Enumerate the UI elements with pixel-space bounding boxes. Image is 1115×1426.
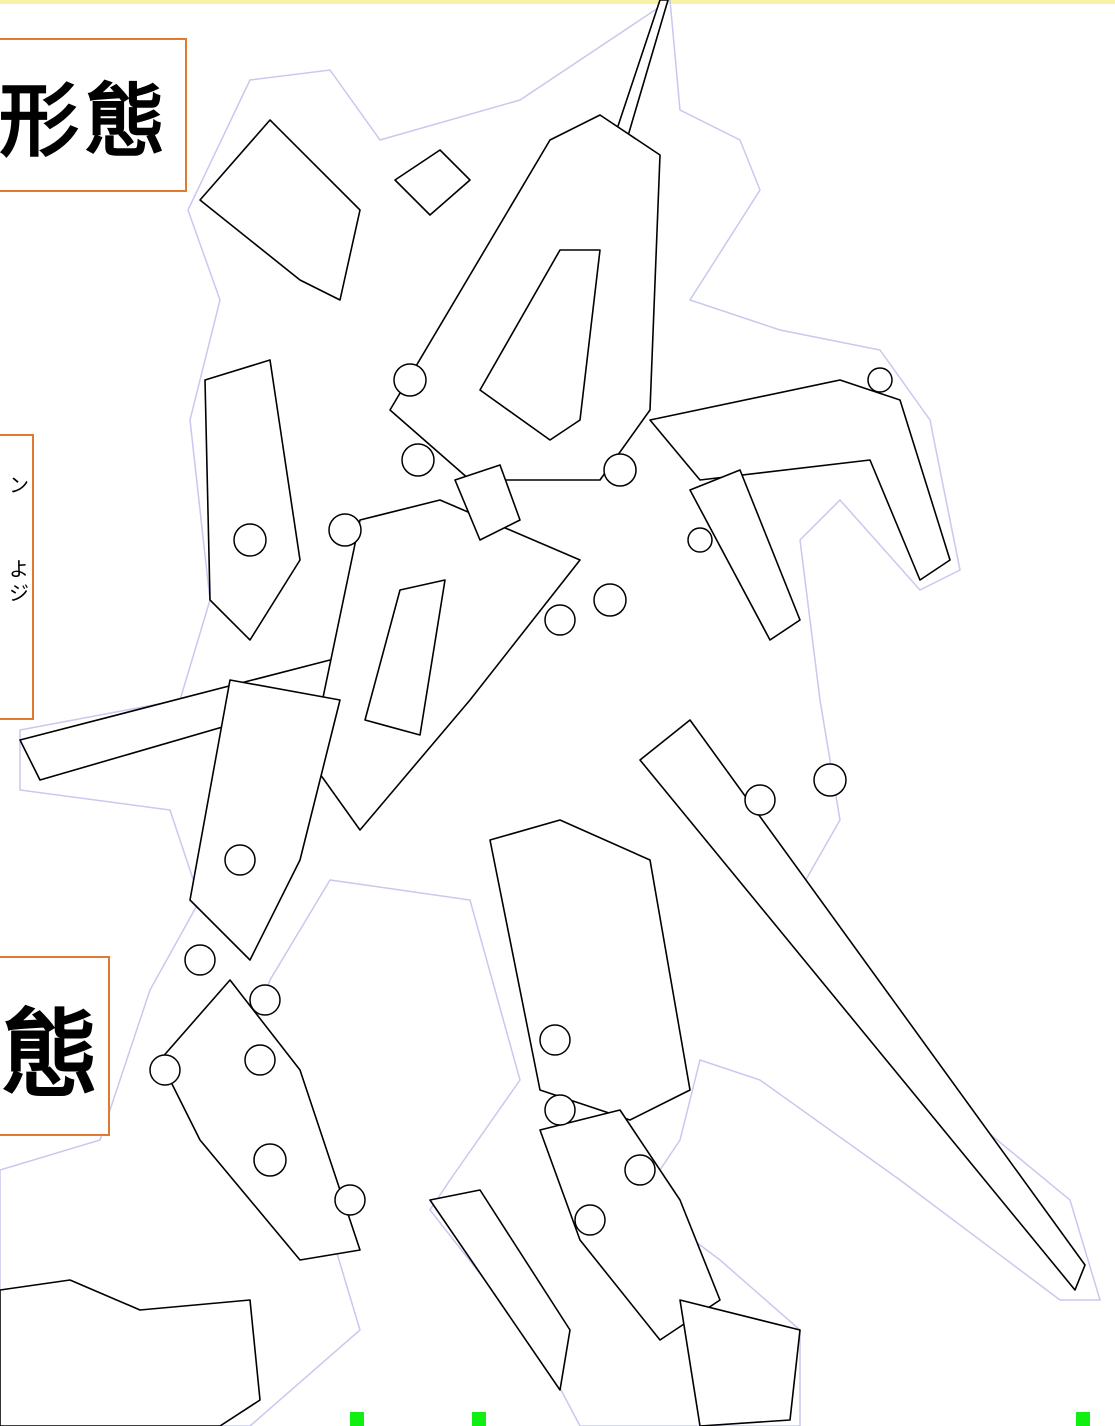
foot-far [679, 1299, 801, 1426]
joint-balls [149, 363, 893, 1236]
sword-front [639, 719, 1086, 1291]
title-box-top: 形態 [0, 38, 187, 192]
foot-right [429, 1189, 571, 1391]
left-arm [204, 359, 301, 641]
right-shin [539, 1109, 721, 1341]
left-shin [159, 979, 361, 1261]
title-bottom-text: 態 [2, 998, 98, 1111]
selection-handle-marker[interactable] [1076, 1412, 1090, 1426]
antenna [394, 149, 471, 216]
wing-left-upper [199, 119, 361, 301]
lower-panel [364, 579, 446, 736]
right-shield [689, 469, 801, 641]
selection-handle-marker[interactable] [350, 1412, 364, 1426]
selection-handle-marker[interactable] [472, 1412, 486, 1426]
robot-line-drawing [0, 0, 1086, 1426]
chest-panel [479, 249, 601, 441]
lower-torso [309, 499, 581, 831]
top-strip [0, 0, 1115, 4]
description-line-2: よ [9, 557, 29, 581]
description-line-1: ン [9, 473, 29, 497]
description-line-3: ジ [9, 581, 29, 605]
right-leg [489, 819, 691, 1121]
description-box: ン よ ジ [0, 434, 34, 720]
title-box-bottom: 態 [0, 956, 110, 1136]
left-leg [189, 679, 341, 961]
title-top-text: 形態 [0, 75, 171, 168]
inset-robot [0, 1279, 261, 1426]
head [454, 464, 521, 541]
